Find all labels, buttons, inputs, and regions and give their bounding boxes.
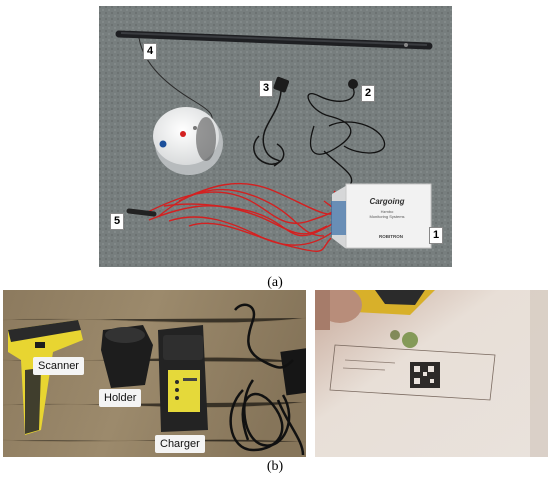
label-4: 4 xyxy=(143,43,158,60)
caption-a: (a) xyxy=(267,275,283,290)
sensor-kit-photo: Cargoing Hzmbo Monitoring Systems ROBITR… xyxy=(99,6,452,267)
scanning-label-photo xyxy=(315,290,548,457)
disc-sensor xyxy=(153,107,223,175)
label-1: 1 xyxy=(429,227,444,244)
sensor-2 xyxy=(307,79,385,187)
label-holder: Holder xyxy=(99,389,142,407)
photo-panel-b-right xyxy=(315,290,548,457)
label-3: 3 xyxy=(259,80,274,97)
caption-b: (b) xyxy=(266,459,284,474)
label-charger: Charger xyxy=(155,435,205,453)
scanner-in-hand xyxy=(315,290,435,330)
photo-panel-a: Cargoing Hzmbo Monitoring Systems ROBITR… xyxy=(99,6,452,267)
photo-panel-b-left: Scanner Holder Charger xyxy=(3,290,306,457)
charger-base xyxy=(158,325,208,432)
scanner-holder xyxy=(101,325,153,388)
logger-subtitle-text: Monitoring Systems xyxy=(369,214,404,219)
power-supply xyxy=(229,303,306,456)
logger-box: Cargoing Hzmbo Monitoring Systems ROBITR… xyxy=(331,183,432,249)
handheld-scanner xyxy=(8,320,83,435)
label-5: 5 xyxy=(110,213,125,230)
printed-label xyxy=(329,330,496,401)
logger-brand-text: Cargoing xyxy=(369,197,404,206)
logger-maker-text: ROBITRON xyxy=(379,234,403,239)
probe-rod xyxy=(115,30,433,50)
sensor-3 xyxy=(253,76,290,167)
label-scanner: Scanner xyxy=(33,357,84,375)
logger-model-text: Hzmbo xyxy=(381,209,394,214)
label-2: 2 xyxy=(361,85,376,102)
